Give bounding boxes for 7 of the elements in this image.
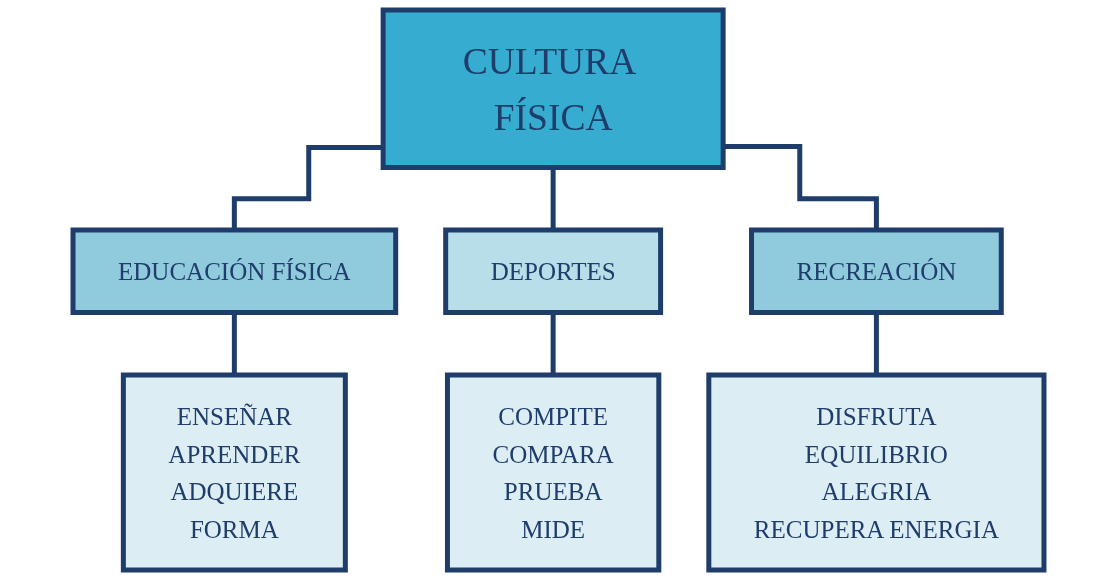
node-box: CULTURA FÍSICA xyxy=(380,7,726,170)
node-box: ENSEÑAR APRENDER ADQUIERE FORMA xyxy=(120,372,348,573)
node-box: COMPITE COMPARA PRUEBA MIDE xyxy=(444,372,662,573)
node-box: RECREACIÓN xyxy=(749,227,1004,315)
node-box: EDUCACIÓN FÍSICA xyxy=(70,227,399,315)
node-box: DISFRUTA EQUILIBRIO ALEGRIA RECUPERA ENERGIA xyxy=(706,372,1047,573)
node-box: DEPORTES xyxy=(443,227,664,315)
